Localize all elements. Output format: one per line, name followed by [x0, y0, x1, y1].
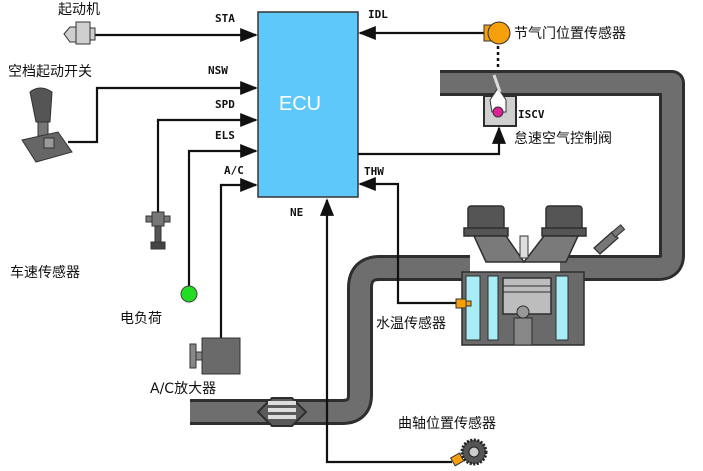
signal-ac: A/C	[224, 164, 244, 177]
starter-label: 起动机	[58, 2, 100, 18]
idle-air-control-valve-label: 怠速空气控制阀	[514, 131, 612, 147]
speed-sensor-icon	[145, 211, 171, 250]
vehicle-speed-sensor-label: 车速传感器	[10, 264, 80, 281]
ecu-unit[interactable]: ECU	[257, 11, 359, 198]
electrical-load-icon	[180, 285, 198, 303]
ac-amplifier-icon	[189, 337, 241, 375]
signal-spd: SPD	[215, 98, 235, 111]
wire-els	[187, 143, 258, 290]
wire-spd	[156, 112, 258, 212]
signal-sta: STA	[215, 12, 235, 25]
air-filter-element	[256, 397, 308, 427]
throttle-sensor-icon	[483, 21, 511, 45]
signal-ne: NE	[290, 206, 303, 219]
gear-shifter-icon	[21, 87, 73, 163]
wire-ac	[219, 177, 258, 338]
signal-nsw: NSW	[208, 64, 228, 77]
starter-icon	[63, 21, 96, 45]
ecu-label: ECU	[279, 93, 321, 115]
wire-thw	[358, 176, 458, 305]
signal-idl: IDL	[368, 8, 388, 21]
electrical-load-label: 电负荷	[120, 311, 162, 327]
crankshaft-sensor-icon	[449, 438, 488, 467]
intake-pipe	[190, 70, 685, 427]
wire-ne	[319, 198, 452, 464]
coolant-temp-sensor-label: 水温传感器	[376, 315, 446, 332]
crankshaft-position-sensor-label: 曲轴位置传感器	[398, 415, 496, 432]
neutral-start-switch-label: 空档起动开关	[8, 64, 92, 80]
signal-thw: THW	[364, 165, 384, 178]
iscv-valve	[483, 74, 517, 127]
coolant-temp-sensor-icon	[455, 298, 472, 309]
wire-nsw	[68, 80, 258, 144]
signal-els: ELS	[215, 129, 235, 142]
engine-cylinder	[461, 205, 626, 346]
wire-iscv	[358, 126, 507, 156]
signal-iscv: ISCV	[518, 108, 545, 121]
throttle-position-sensor-label: 节气门位置传感器	[514, 25, 626, 42]
ac-amplifier-label: A/C放大器	[150, 381, 216, 397]
